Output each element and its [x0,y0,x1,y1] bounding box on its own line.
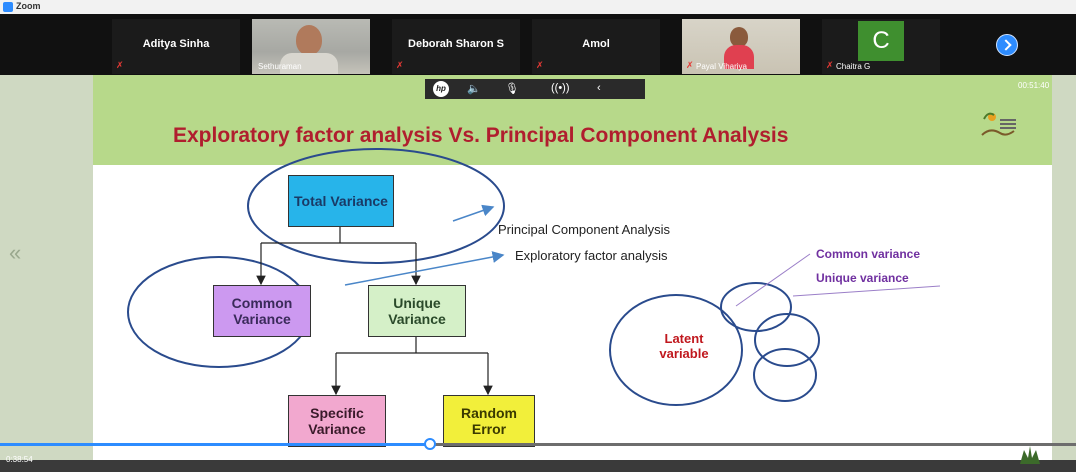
audio-toolbar: hp 🔈 🎙 ((•)) ‹ [425,79,645,99]
participant-tile-chaitra[interactable]: C ✗ Chaitra G [822,19,940,74]
pca-ellipse [247,148,505,264]
participant-tile-aditya[interactable]: Aditya Sinha ✗ [112,19,240,74]
mic-muted-icon: ✗ [826,60,834,70]
elapsed-timer: 00:51:40 [1018,81,1050,90]
mic-muted-icon: ✗ [396,60,404,70]
participant-gallery: Aditya Sinha ✗ Sethuraman Deborah Sharon… [0,14,1076,75]
efa-label: Exploratory factor analysis [515,248,668,263]
participant-tile-payal[interactable]: ✗ Payal Vihariya [682,19,800,74]
person-shirt [724,45,754,69]
hp-logo-icon: hp [433,81,449,97]
chevron-left-icon[interactable]: ‹ [597,82,601,94]
participant-name: Aditya Sinha [142,38,210,50]
avatar: C [858,21,904,61]
total-variance-box: Total Variance [288,175,394,227]
participant-tile-sethuraman[interactable]: Sethuraman [252,19,370,74]
common-variance-box: Common Variance [213,285,311,337]
left-margin: « [0,75,93,472]
corner-logo-icon [1020,446,1040,464]
person-face [730,27,748,47]
institute-logo-icon [981,112,1016,136]
latent-variable-label: Latent variable [659,331,709,361]
chevron-left-icon[interactable]: « [9,240,22,265]
participant-name: Chaitra G [836,62,871,71]
person-face [296,25,322,55]
unique-variance-label: Unique variance [816,271,909,285]
participant-name: Payal Vihariya [696,62,747,71]
playback-progress-track[interactable] [0,443,1076,446]
broadcast-icon[interactable]: ((•)) [551,82,570,94]
window-titlebar: Zoom [0,0,1076,15]
mic-muted-icon: ✗ [536,60,544,70]
playback-scrubber[interactable] [424,438,437,450]
participant-tile-deborah[interactable]: Deborah Sharon S ✗ [392,19,520,74]
slide-bottom-bar [0,460,1076,472]
mic-icon[interactable]: 🎙 [505,83,519,95]
avatar-letter: C [872,27,890,54]
person-shirt [280,53,338,74]
participant-name: Sethuraman [258,62,302,71]
speaker-icon[interactable]: 🔈 [467,83,481,95]
unique-variance-box: Unique Variance [368,285,466,337]
specific-variance-box: Specific Variance [288,395,386,447]
diagram-connectors [127,148,941,406]
shared-screen-area: « Exploratory factor analysis Vs. Princi… [0,75,1076,472]
app-title: Zoom [16,1,41,11]
video-feed [682,19,800,74]
playback-time: 0:38:54 [6,455,33,464]
zoom-logo-icon [3,2,13,12]
playback-progress-fill [0,443,431,446]
right-margin [1052,75,1076,472]
slide-title: Exploratory factor analysis Vs. Principa… [173,124,789,147]
participant-name: Amol [582,38,610,50]
mic-muted-icon: ✗ [686,60,694,70]
participant-tile-amol[interactable]: Amol ✗ [532,19,660,74]
pca-label: Principal Component Analysis [498,222,670,237]
common-variance-label: Common variance [816,247,921,261]
participant-name: Deborah Sharon S [408,38,504,50]
mic-muted-icon: ✗ [116,60,124,70]
next-page-button[interactable] [996,34,1018,56]
presentation-slide: Exploratory factor analysis Vs. Principa… [93,75,1052,460]
video-feed [252,19,370,74]
random-error-box: Random Error [443,395,535,447]
